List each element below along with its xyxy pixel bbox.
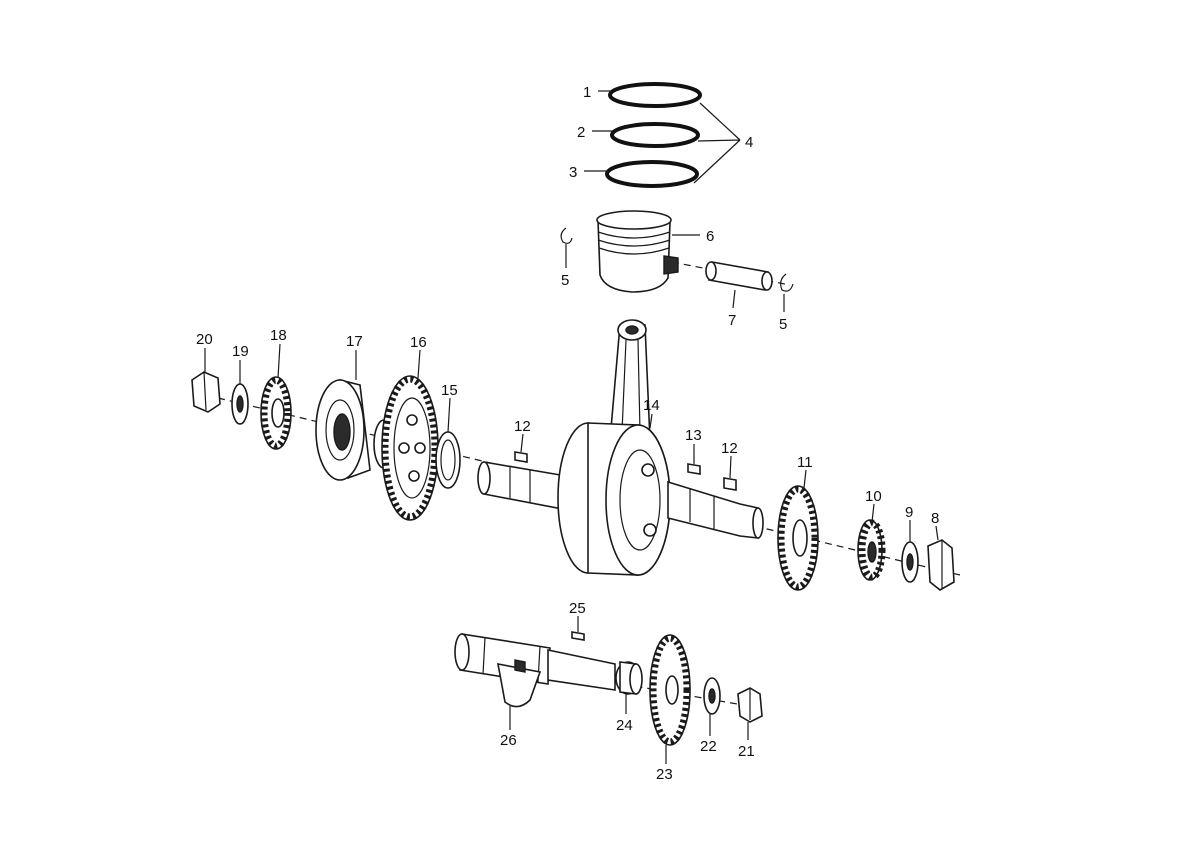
- woodruff-key-left: [514, 451, 528, 463]
- woodruff-key-right: [723, 477, 737, 491]
- callout-1: 1: [583, 84, 591, 101]
- circlip-right: [780, 273, 794, 292]
- callout-2: 2: [577, 124, 585, 141]
- leader-11: [803, 469, 807, 489]
- circlip-left: [560, 227, 573, 244]
- leader-18: [277, 343, 281, 379]
- callout-13: 13: [685, 427, 702, 444]
- piston-pin: [705, 261, 773, 291]
- callout-22: 22: [700, 738, 717, 755]
- nut-8: [927, 539, 955, 591]
- callout-11: 11: [797, 454, 813, 471]
- callout-16: 16: [410, 334, 427, 351]
- callout-21: 21: [738, 743, 755, 760]
- callout-6: 6: [706, 228, 714, 245]
- crankshaft-webs: [557, 422, 671, 576]
- callout-3: 3: [569, 164, 577, 181]
- primary-gear-16: [381, 375, 439, 521]
- callout-5-left: 5: [561, 272, 569, 289]
- piston-ring-second: [610, 122, 700, 148]
- woodruff-key-13: [687, 463, 701, 475]
- washer-9: [901, 541, 919, 583]
- leader-10: [871, 503, 875, 523]
- callout-25: 25: [569, 600, 586, 617]
- callout-4: 4: [745, 134, 753, 151]
- balancer-shaft: [454, 633, 616, 708]
- callout-19: 19: [232, 343, 249, 360]
- leader-4: [693, 102, 741, 184]
- connecting-rod: [609, 319, 651, 441]
- callout-24: 24: [616, 717, 633, 734]
- crankshaft-right-taper: [667, 480, 764, 539]
- piston: [596, 210, 679, 293]
- callout-7: 7: [728, 312, 736, 329]
- callout-8: 8: [931, 510, 939, 527]
- callout-10: 10: [865, 488, 882, 505]
- leader-12-left: [520, 433, 524, 453]
- callout-17: 17: [346, 333, 363, 350]
- callout-12-left: 12: [514, 418, 531, 435]
- nut-21: [737, 687, 763, 723]
- callout-5-right: 5: [779, 316, 787, 333]
- leader-16: [417, 349, 421, 379]
- leader-7: [732, 289, 736, 309]
- gear-11: [777, 485, 819, 591]
- balancer-key: [571, 631, 585, 641]
- callout-23: 23: [656, 766, 673, 783]
- nut-20: [191, 371, 221, 413]
- leader-12-right: [729, 455, 732, 479]
- leader-14: [649, 413, 653, 429]
- callout-26: 26: [500, 732, 517, 749]
- callout-9: 9: [905, 504, 913, 521]
- callout-12-right: 12: [721, 440, 738, 457]
- leader-8: [935, 525, 939, 541]
- leader-15: [447, 397, 451, 433]
- bearing-17: [315, 378, 371, 481]
- piston-ring-top: [608, 82, 702, 108]
- callout-18: 18: [270, 327, 287, 344]
- piston-ring-oil: [605, 160, 699, 188]
- washer-15: [435, 431, 461, 489]
- callout-20: 20: [196, 331, 213, 348]
- washer-22: [703, 677, 721, 715]
- callout-14: 14: [643, 397, 660, 414]
- balancer-collar: [615, 661, 643, 695]
- callout-15: 15: [441, 382, 458, 399]
- washer-19: [231, 383, 249, 425]
- balancer-gear: [649, 634, 691, 746]
- sprocket-10: [857, 519, 886, 581]
- gear-18: [260, 376, 292, 450]
